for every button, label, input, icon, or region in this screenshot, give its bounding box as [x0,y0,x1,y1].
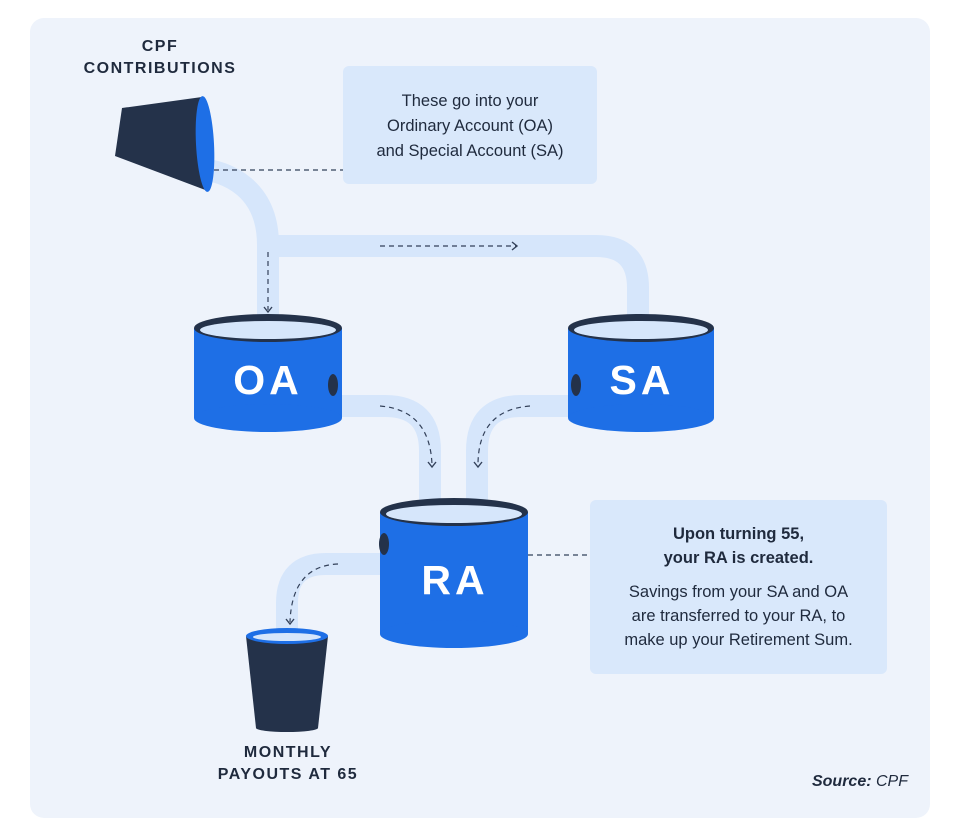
pipe-oa-to-ra [330,395,441,520]
ra-label: RA [421,557,489,603]
ra-callout-heading: Upon turning 55, your RA is created. [663,525,814,567]
source-label: Source: [811,773,872,790]
sa-bucket [568,314,714,432]
pipe-cup-to-oa [191,157,279,330]
arrow-ra-to-payout [289,563,339,623]
arrow-sa-to-ra [477,405,531,466]
payout-cup [246,628,328,732]
ra-bucket [379,498,528,648]
flow-arrows [205,169,590,623]
cpf-contributions-label: CPF CONTRIBUTIONS [83,38,237,77]
oa-bucket [194,314,342,432]
arrow-heads [263,241,519,626]
pipe-sa-to-ra [466,395,576,520]
monthly-payouts-label: MONTHLY PAYOUTS AT 65 [217,744,359,783]
contributions-cup [115,96,215,192]
ra-creation-callout: Upon turning 55, your RA is created. Sav… [590,500,887,674]
ra-callout-body: Savings from your SA and OA are transfer… [624,583,853,649]
oa-sa-callout: These go into your Ordinary Account (OA)… [343,66,597,184]
source-value: CPF [876,773,908,790]
pipe-oa-to-sa [268,235,649,330]
cpf-flow-diagram [115,96,714,732]
pipe-ra-to-payout [276,553,388,640]
source-note: Source: CPF [812,773,908,791]
oa-label: OA [233,357,303,403]
arrow-oa-to-ra [379,405,433,466]
sa-label: SA [609,357,675,403]
